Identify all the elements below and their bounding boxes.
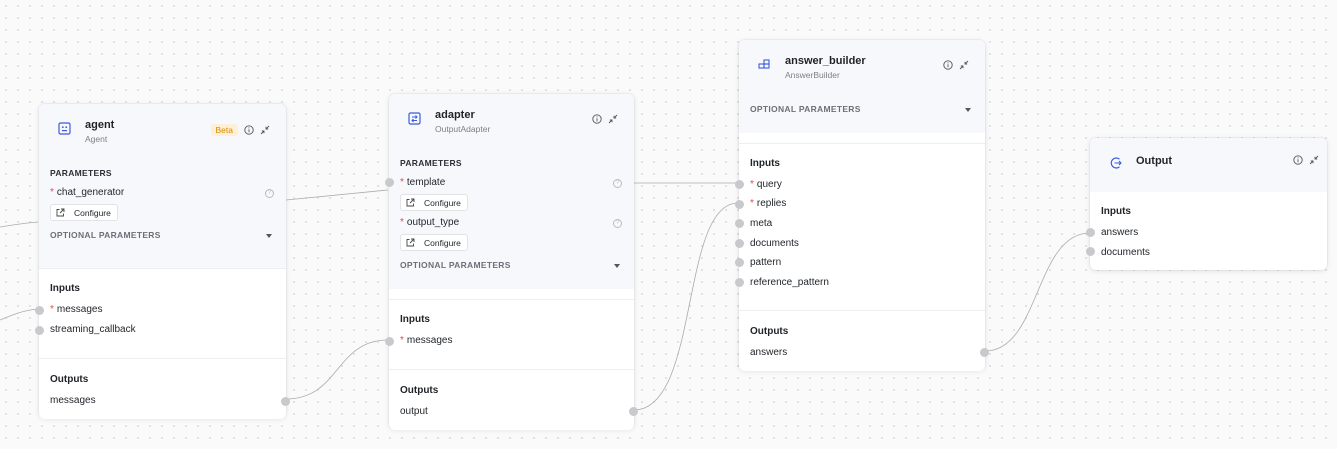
parameters-label: PARAMETERS: [50, 168, 112, 178]
inputs-title: Inputs: [1101, 206, 1131, 217]
wire-offscreen-to-agent-messages: [0, 308, 39, 321]
inputs-section: Inputs *messages: [385, 299, 634, 360]
node-name: answer_builder: [785, 55, 866, 67]
answer-builder-node[interactable]: answer_builder AnswerBuilder OPTIONAL PA…: [735, 40, 989, 371]
input-port-reference-pattern[interactable]: [735, 278, 744, 287]
help-icon[interactable]: ?: [265, 189, 274, 198]
inputs-title: Inputs: [750, 158, 780, 169]
info-icon[interactable]: [943, 60, 953, 70]
param-chat-generator: *chat_generator: [50, 187, 125, 198]
wire-offscreen-to-agent-chat-generator: [0, 221, 39, 228]
inputs-title: Inputs: [50, 283, 80, 294]
outputs-title: Outputs: [750, 326, 789, 337]
inputs-section: Inputs *query *replies meta documents pa…: [735, 143, 985, 301]
param-output-type: *output_type: [400, 217, 460, 228]
input-reference-pattern: reference_pattern: [750, 277, 829, 288]
collapse-arrows-icon[interactable]: [260, 125, 270, 135]
info-icon[interactable]: [244, 125, 254, 135]
input-port-template[interactable]: [385, 178, 394, 187]
input-pattern: pattern: [750, 257, 782, 268]
node-type: OutputAdapter: [435, 124, 491, 134]
chevron-down-icon[interactable]: [266, 234, 272, 238]
input-port-streaming-callback[interactable]: [35, 326, 44, 335]
output-answers: answers: [750, 347, 788, 358]
wire-agent-to-adapter-template: [285, 189, 389, 201]
parameters-label: PARAMETERS: [400, 158, 462, 168]
wire-agent-messages-to-adapter-messages: [285, 339, 389, 400]
adapter-node[interactable]: adapter OutputAdapter PARAMETERS *templa…: [385, 94, 638, 430]
agent-node-header: agent Agent Beta PARAMETERS *chat_genera…: [39, 104, 286, 268]
outputs-section: Outputs answers: [739, 310, 989, 371]
external-link-icon: [406, 198, 415, 207]
output-port-answers[interactable]: [980, 348, 989, 357]
adapter-icon: [408, 112, 421, 125]
collapse-arrows-icon[interactable]: [1309, 155, 1319, 165]
collapse-arrows-icon[interactable]: [959, 60, 969, 70]
help-icon[interactable]: ?: [613, 219, 622, 228]
input-port-messages[interactable]: [35, 306, 44, 315]
configure-button[interactable]: Configure: [400, 194, 468, 211]
param-template: *template: [400, 177, 446, 188]
input-documents: documents: [750, 238, 799, 249]
output-node[interactable]: Output Inputs answers documents: [1086, 138, 1327, 270]
input-replies: *replies: [750, 198, 787, 209]
wire-adapter-output-to-answer-builder-replies: [633, 202, 739, 411]
input-port-documents[interactable]: [1086, 247, 1095, 256]
input-port-answers[interactable]: [1086, 228, 1095, 237]
node-type: AnswerBuilder: [785, 70, 840, 80]
input-port-messages[interactable]: [385, 337, 394, 346]
node-name: Output: [1136, 155, 1173, 167]
node-name: agent: [85, 119, 115, 131]
outputs-section: Outputs messages: [39, 358, 290, 419]
outputs-section: Outputs output: [389, 369, 638, 430]
output-port-output[interactable]: [629, 407, 638, 416]
configure-button[interactable]: Configure: [50, 204, 118, 221]
optional-parameters-toggle[interactable]: OPTIONAL PARAMETERS: [400, 260, 511, 270]
input-messages: *messages: [50, 304, 103, 315]
help-icon[interactable]: ?: [613, 179, 622, 188]
optional-parameters-toggle[interactable]: OPTIONAL PARAMETERS: [50, 230, 161, 240]
input-port-replies[interactable]: [735, 200, 744, 209]
component-grid-icon: [758, 59, 770, 69]
output-messages: messages: [50, 395, 96, 406]
node-name: adapter: [435, 109, 475, 121]
adapter-node-header: adapter OutputAdapter PARAMETERS *templa…: [385, 94, 634, 289]
input-meta: meta: [750, 218, 773, 229]
input-answers: answers: [1101, 227, 1139, 238]
output-icon: [1110, 157, 1122, 169]
input-port-pattern[interactable]: [735, 258, 744, 267]
wire-answer-builder-to-output-answers: [984, 232, 1091, 352]
collapse-arrows-icon[interactable]: [608, 114, 618, 124]
inputs-section: Inputs answers documents: [1086, 192, 1327, 270]
input-query: *query: [750, 179, 782, 190]
input-streaming-callback: streaming_callback: [50, 324, 136, 335]
optional-parameters-toggle[interactable]: OPTIONAL PARAMETERS: [750, 104, 861, 114]
chevron-down-icon[interactable]: [614, 264, 620, 268]
agent-icon: [58, 122, 71, 135]
inputs-section: Inputs *messages streaming_callback: [35, 268, 286, 349]
configure-button[interactable]: Configure: [400, 234, 468, 251]
beta-badge: Beta: [210, 124, 238, 136]
node-type: Agent: [85, 134, 108, 144]
answer-builder-node-header: answer_builder AnswerBuilder OPTIONAL PA…: [739, 40, 985, 133]
output-output: output: [400, 406, 428, 417]
chevron-down-icon[interactable]: [965, 108, 971, 112]
output-port-messages[interactable]: [281, 397, 290, 406]
input-port-query[interactable]: [735, 180, 744, 189]
external-link-icon: [406, 238, 415, 247]
info-icon[interactable]: [592, 114, 602, 124]
output-node-header: Output: [1090, 138, 1327, 192]
input-documents: documents: [1101, 247, 1150, 258]
input-messages: *messages: [400, 335, 453, 346]
outputs-title: Outputs: [400, 385, 439, 396]
inputs-title: Inputs: [400, 314, 430, 325]
agent-node[interactable]: agent Agent Beta PARAMETERS *chat_genera…: [35, 104, 290, 419]
info-icon[interactable]: [1293, 155, 1303, 165]
outputs-title: Outputs: [50, 374, 89, 385]
input-port-documents[interactable]: [735, 239, 744, 248]
external-link-icon: [56, 208, 65, 217]
input-port-meta[interactable]: [735, 219, 744, 228]
